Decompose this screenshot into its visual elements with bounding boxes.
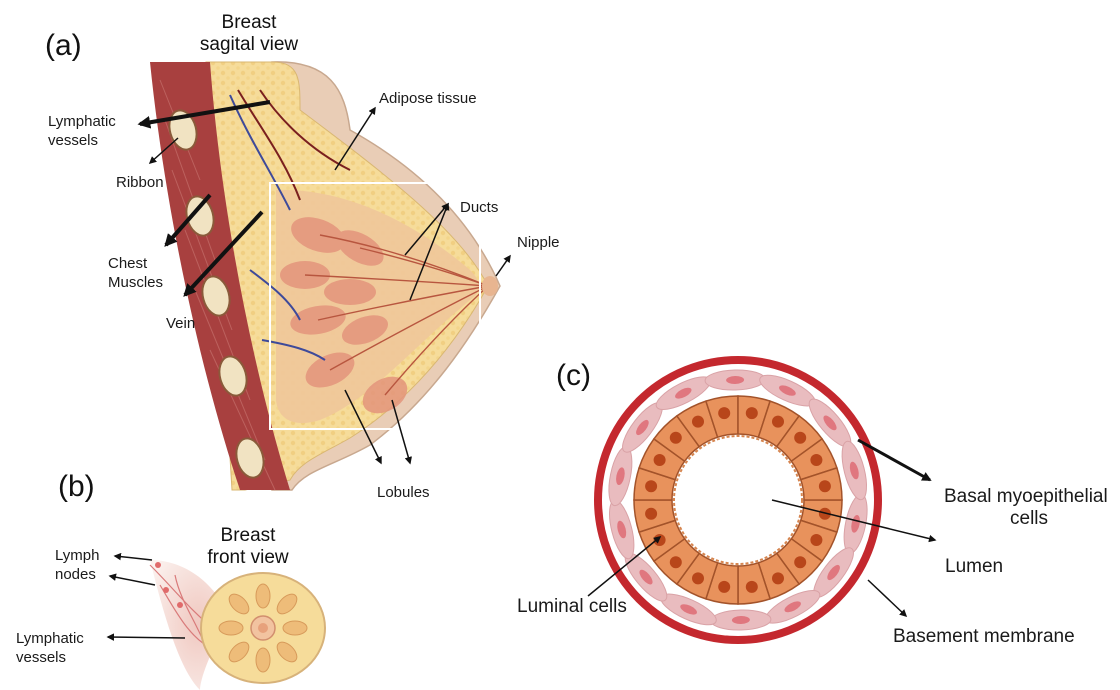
front-title-line2: front view [207, 547, 289, 568]
luminal-cell-nucleus [645, 508, 657, 520]
luminal-cell-nucleus [746, 581, 758, 593]
panel-label-b: (b) [58, 470, 95, 503]
luminal-cell-nucleus [654, 454, 666, 466]
label-chest-1: Chest [108, 255, 148, 272]
label-chest-2: Muscles [108, 274, 163, 291]
label-lymphatic-a1: Lymphatic [48, 113, 116, 130]
luminal-cell-nucleus [692, 416, 704, 428]
luminal-cell-nucleus [794, 556, 806, 568]
luminal-cell-nucleus [670, 556, 682, 568]
label-lymph-1: Lymph [55, 547, 99, 564]
luminal-cell-nucleus [718, 407, 730, 419]
label-luminal: Luminal cells [517, 596, 627, 617]
label-lumen: Lumen [945, 556, 1003, 577]
luminal-cell-nucleus [810, 454, 822, 466]
luminal-cell-nucleus [670, 432, 682, 444]
label-lymph-2: nodes [55, 566, 96, 583]
lumen [674, 436, 802, 564]
panel-label-c: (c) [556, 359, 591, 392]
front-title-line1: Breast [221, 525, 277, 546]
luminal-cell-nucleus [810, 534, 822, 546]
sagittal-title-line1: Breast [222, 12, 278, 33]
label-vein: Vein [166, 315, 195, 332]
label-lobules: Lobules [377, 484, 430, 501]
luminal-cell-nucleus [645, 480, 657, 492]
label-ribbon: Ribbon [116, 174, 164, 191]
label-nipple: Nipple [517, 234, 560, 251]
luminal-cell-nucleus [772, 416, 784, 428]
luminal-cell-nucleus [718, 581, 730, 593]
label-adipose: Adipose tissue [379, 90, 477, 107]
sagittal-title-line2: sagital view [200, 34, 298, 55]
panel-c-duct-cross-section [598, 360, 878, 640]
label-lymphatic-b1: Lymphatic [16, 630, 84, 647]
label-ducts: Ducts [460, 199, 498, 216]
panel-label-a: (a) [45, 29, 82, 62]
luminal-cell-nucleus [772, 572, 784, 584]
nipple-shape [482, 276, 498, 296]
luminal-cell-nucleus [819, 480, 831, 492]
luminal-cell-nucleus [746, 407, 758, 419]
luminal-cell-nucleus [794, 432, 806, 444]
label-basal-2: cells [1010, 508, 1048, 529]
luminal-cell-nucleus [692, 572, 704, 584]
panel-b-front-view [150, 560, 325, 690]
label-basal-1: Basal myoepithelial [944, 486, 1108, 507]
label-basement: Basement membrane [893, 626, 1075, 647]
label-lymphatic-b2: vessels [16, 649, 66, 666]
label-lymphatic-a2: vessels [48, 132, 98, 149]
